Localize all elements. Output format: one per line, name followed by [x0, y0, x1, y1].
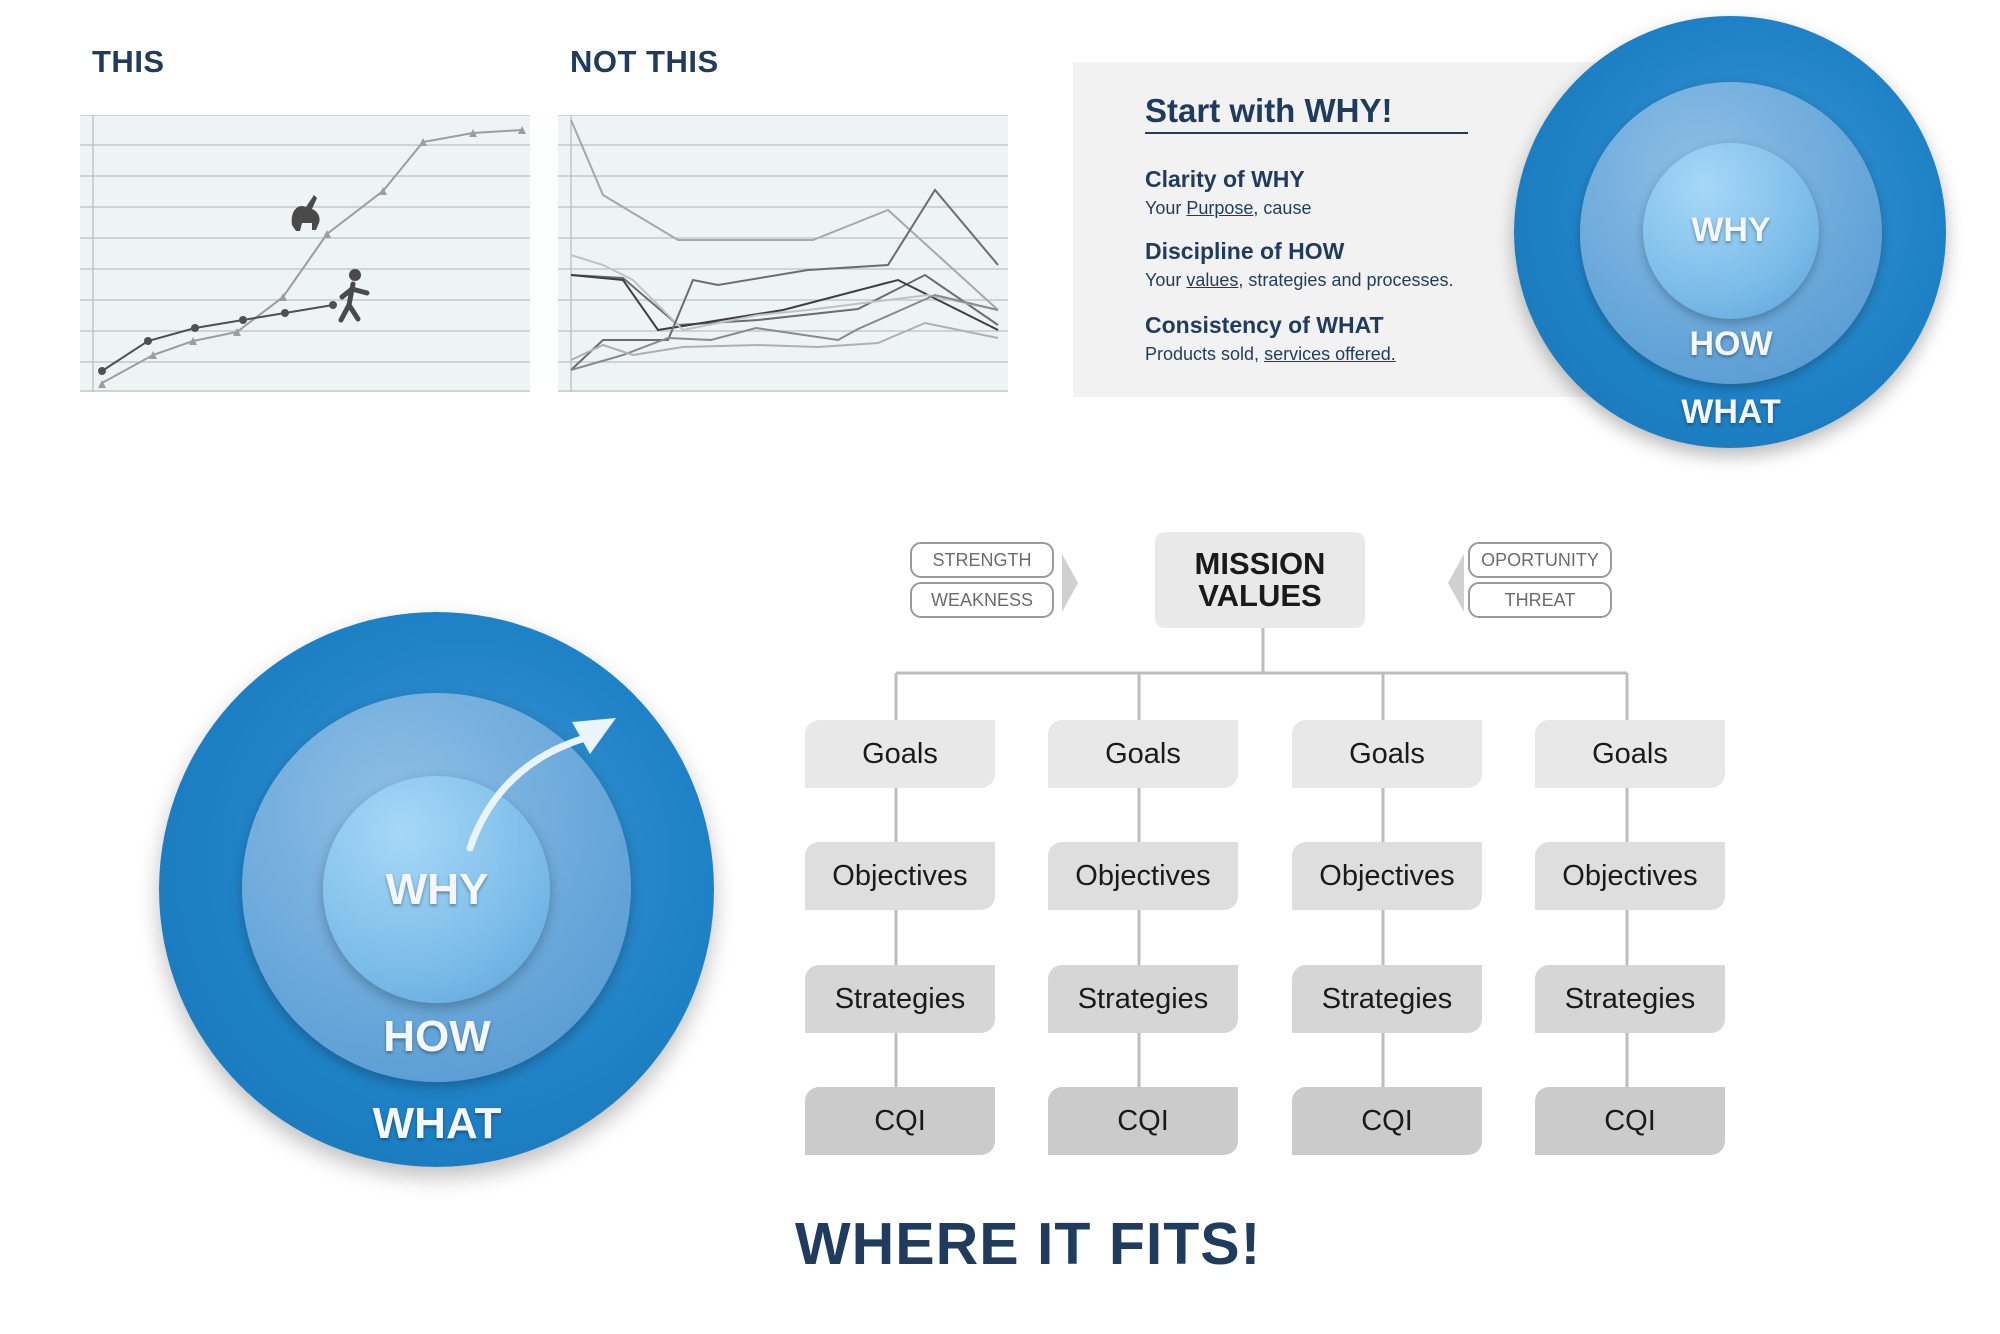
purpose-link[interactable]: Purpose	[1186, 198, 1254, 218]
opportunity-pill: OPORTUNITY	[1468, 542, 1612, 578]
cqi-node: CQI	[1048, 1087, 1238, 1155]
values-label: VALUES	[1198, 578, 1322, 613]
goals-node: Goals	[805, 720, 995, 788]
large-what-label: WHAT	[372, 1099, 502, 1148]
slow-line	[101, 304, 334, 372]
discipline-heading: Discipline of HOW	[1145, 238, 1345, 264]
not-this-heading: NOT THIS	[570, 44, 719, 79]
services-link[interactable]: services offered.	[1264, 344, 1396, 364]
goals-node: Goals	[1048, 720, 1238, 788]
goals-node: Goals	[1292, 720, 1482, 788]
mission-label: MISSION	[1194, 546, 1326, 581]
small-how-label: HOW	[1689, 325, 1773, 363]
objectives-node: Objectives	[1292, 842, 1482, 910]
weakness-pill: WEAKNESS	[910, 582, 1054, 618]
small-what-label: WHAT	[1681, 393, 1781, 431]
objectives-node: Objectives	[1535, 842, 1725, 910]
not-this-chart	[558, 115, 1008, 392]
left-chevron-icon	[1448, 554, 1464, 612]
consistency-text: Products sold, services offered.	[1145, 344, 1396, 364]
objectives-node: Objectives	[805, 842, 995, 910]
outward-arrow-icon	[466, 718, 616, 852]
panel-title-underline	[1145, 132, 1468, 134]
goat-icon	[291, 195, 320, 231]
golden-circle-large-why-core	[323, 776, 550, 1003]
rising-line	[101, 129, 523, 384]
walking-person-icon	[338, 269, 370, 323]
clarity-text: Your Purpose, cause	[1145, 198, 1312, 218]
small-why-label: WHY	[1691, 211, 1771, 249]
right-chevron-icon	[1062, 554, 1078, 612]
where-it-fits-title: WHERE IT FITS!	[795, 1211, 1262, 1277]
threat-pill: THREAT	[1468, 582, 1612, 618]
large-why-label: WHY	[385, 865, 489, 914]
clarity-heading: Clarity of WHY	[1145, 166, 1305, 192]
strategies-node: Strategies	[805, 965, 995, 1033]
panel-title: Start with WHY!	[1145, 92, 1393, 129]
this-chart	[80, 115, 530, 392]
goals-node: Goals	[1535, 720, 1725, 788]
this-heading: THIS	[92, 44, 165, 79]
strength-pill: STRENGTH	[910, 542, 1054, 578]
objectives-node: Objectives	[1048, 842, 1238, 910]
cqi-node: CQI	[805, 1087, 995, 1155]
mission-values-box: MISSION VALUES	[1155, 532, 1365, 628]
discipline-text: Your values, strategies and processes.	[1145, 270, 1454, 290]
values-link[interactable]: values	[1186, 270, 1239, 290]
strategies-node: Strategies	[1535, 965, 1725, 1033]
consistency-heading: Consistency of WHAT	[1145, 312, 1384, 338]
cqi-node: CQI	[1535, 1087, 1725, 1155]
cqi-node: CQI	[1292, 1087, 1482, 1155]
golden-circle-small-why-core	[1643, 143, 1819, 319]
strategies-node: Strategies	[1292, 965, 1482, 1033]
large-how-label: HOW	[383, 1012, 491, 1061]
strategies-node: Strategies	[1048, 965, 1238, 1033]
